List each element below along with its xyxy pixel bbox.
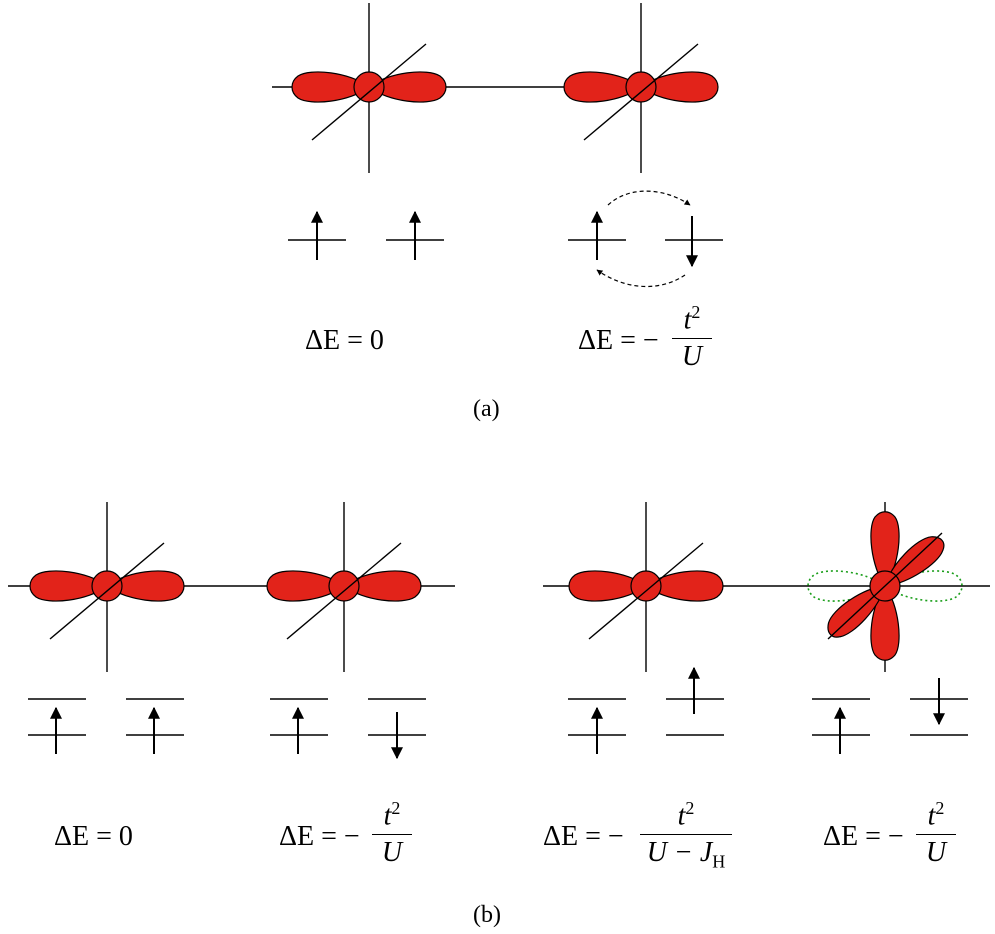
orbital-site-b3	[568, 502, 724, 672]
energy-label-a-left: ΔE = 0	[305, 327, 384, 355]
orbital-site-a1	[291, 3, 447, 173]
orbital-site-b2	[266, 502, 422, 672]
orbital-site-a2	[563, 3, 719, 173]
exponent: 2	[935, 798, 945, 818]
numerator: t	[383, 800, 392, 832]
denominator: U − J	[646, 837, 713, 869]
caption-b: (b)	[473, 902, 501, 928]
energy-equation: ΔE = 0	[305, 325, 384, 356]
energy-equation: ΔE = −	[823, 821, 904, 852]
energy-equation: ΔE = −	[279, 821, 360, 852]
numerator: t	[683, 304, 692, 336]
energy-label-b-case3-lhs: ΔE = −	[543, 823, 624, 851]
fraction-a-right: t2 U	[672, 303, 712, 371]
exponent: 2	[391, 798, 401, 818]
spin-levels-b-case3	[568, 666, 724, 754]
hopping-arrow-forward	[607, 190, 691, 206]
fraction-b-case4: t2 U	[916, 799, 956, 867]
spin-levels-a-right	[568, 190, 723, 287]
energy-equation: ΔE = −	[543, 821, 624, 852]
numerator: t	[927, 800, 936, 832]
energy-equation: ΔE = 0	[54, 821, 133, 852]
numerator: t	[677, 800, 686, 832]
energy-label-b-case1: ΔE = 0	[54, 823, 133, 851]
denominator-subscript: H	[712, 851, 726, 872]
orbital-site-b1	[29, 502, 185, 672]
orbital-site-b4	[807, 502, 963, 672]
fraction-b-case2: t2 U	[372, 799, 412, 867]
spin-levels-b-case2	[270, 698, 426, 760]
exponent: 2	[685, 798, 695, 818]
denominator: U	[925, 837, 947, 869]
denominator: U	[381, 837, 403, 869]
denominator: U	[681, 341, 703, 373]
spin-levels-a-left	[288, 210, 444, 260]
caption-a: (a)	[473, 396, 500, 422]
energy-label-b-case2-lhs: ΔE = −	[279, 823, 360, 851]
energy-label-a-right-lhs: ΔE = −	[578, 327, 659, 355]
fraction-b-case3: t2 U − JH	[640, 799, 732, 871]
spin-levels-b-case1	[28, 698, 184, 754]
energy-label-b-case4-lhs: ΔE = −	[823, 823, 904, 851]
exponent: 2	[691, 302, 701, 322]
spin-levels-b-case4	[812, 678, 968, 754]
hopping-arrow-back	[596, 269, 686, 287]
energy-equation: ΔE = −	[578, 325, 659, 356]
